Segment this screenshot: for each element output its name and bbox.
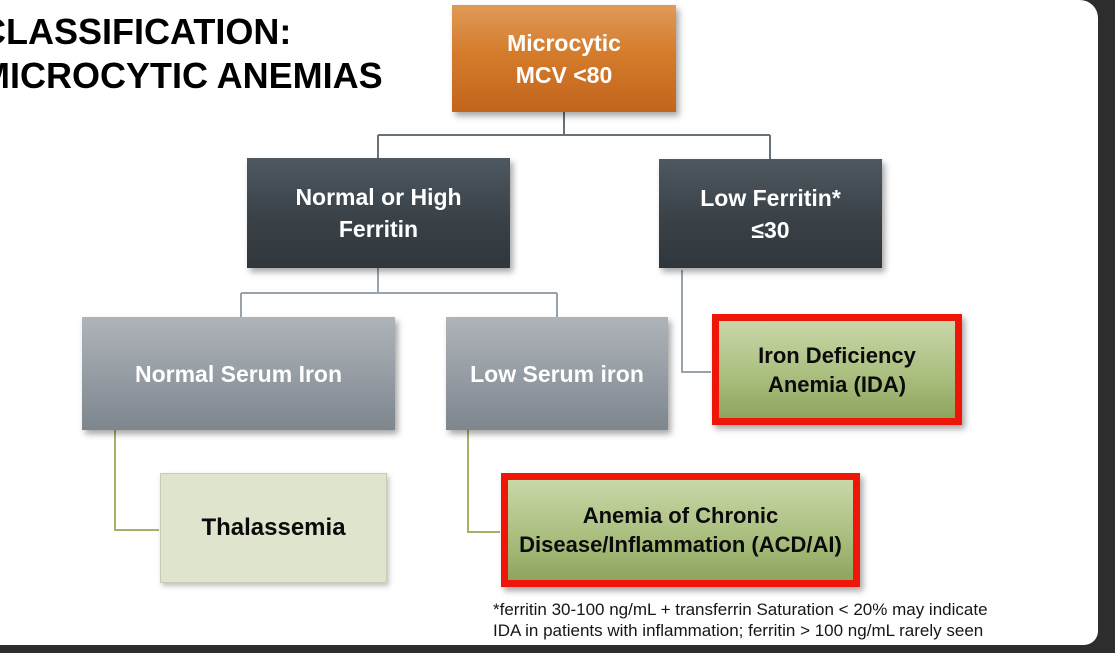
connector-normaliron-thalassemia xyxy=(114,430,159,531)
node-normal-serum-iron-label: Normal Serum Iron xyxy=(134,360,343,387)
connector-lowiron-acd xyxy=(467,430,500,533)
footnote-line2: IDA in patients with inflammation; ferri… xyxy=(493,621,984,640)
node-thalassemia: Thalassemia xyxy=(160,473,387,583)
connector-lowferritin-ida xyxy=(681,270,711,373)
slide-canvas: CLASSIFICATION: MICROCYTIC ANEMIAS Micro… xyxy=(0,0,1098,645)
node-ida-line1: Iron Deficiency xyxy=(758,342,916,368)
node-ida-line2: Anemia (IDA) xyxy=(767,371,907,397)
page-title-line1: CLASSIFICATION: xyxy=(0,11,292,52)
connector-microcytic-split xyxy=(377,112,771,159)
node-microcytic-label-line1: Microcytic xyxy=(507,29,621,56)
node-normal-high-ferritin-line1: Normal or High xyxy=(295,184,462,210)
node-low-ferritin: Low Ferritin* ≤30 xyxy=(659,159,882,268)
node-normal-high-ferritin: Normal or High Ferritin xyxy=(247,158,510,268)
node-low-serum-iron-label: Low Serum iron xyxy=(470,360,644,387)
footnote: *ferritin 30-100 ng/mL + transferrin Sat… xyxy=(493,599,988,641)
node-normal-serum-iron: Normal Serum Iron xyxy=(82,317,395,430)
node-acd-line2: Disease/Inflammation (ACD/AI) xyxy=(519,532,842,557)
node-anemia-chronic-disease: Anemia of Chronic Disease/Inflammation (… xyxy=(501,473,860,587)
footnote-line1: *ferritin 30-100 ng/mL + transferrin Sat… xyxy=(493,600,988,619)
connector-ferritin-split xyxy=(240,268,558,317)
node-normal-high-ferritin-line2: Ferritin xyxy=(338,216,419,242)
node-microcytic-label-line2: MCV <80 xyxy=(515,61,613,88)
node-low-serum-iron: Low Serum iron xyxy=(446,317,668,430)
node-low-ferritin-line2: ≤30 xyxy=(751,216,790,243)
node-low-ferritin-line1: Low Ferritin* xyxy=(700,184,841,211)
node-thalassemia-label: Thalassemia xyxy=(201,514,346,541)
page-title: CLASSIFICATION: MICROCYTIC ANEMIAS xyxy=(0,10,383,98)
node-acd-line1: Anemia of Chronic xyxy=(582,503,779,528)
node-iron-deficiency-anemia: Iron Deficiency Anemia (IDA) xyxy=(712,314,962,425)
page-title-line2: MICROCYTIC ANEMIAS xyxy=(0,55,383,96)
node-microcytic: Microcytic MCV <80 xyxy=(452,5,676,112)
